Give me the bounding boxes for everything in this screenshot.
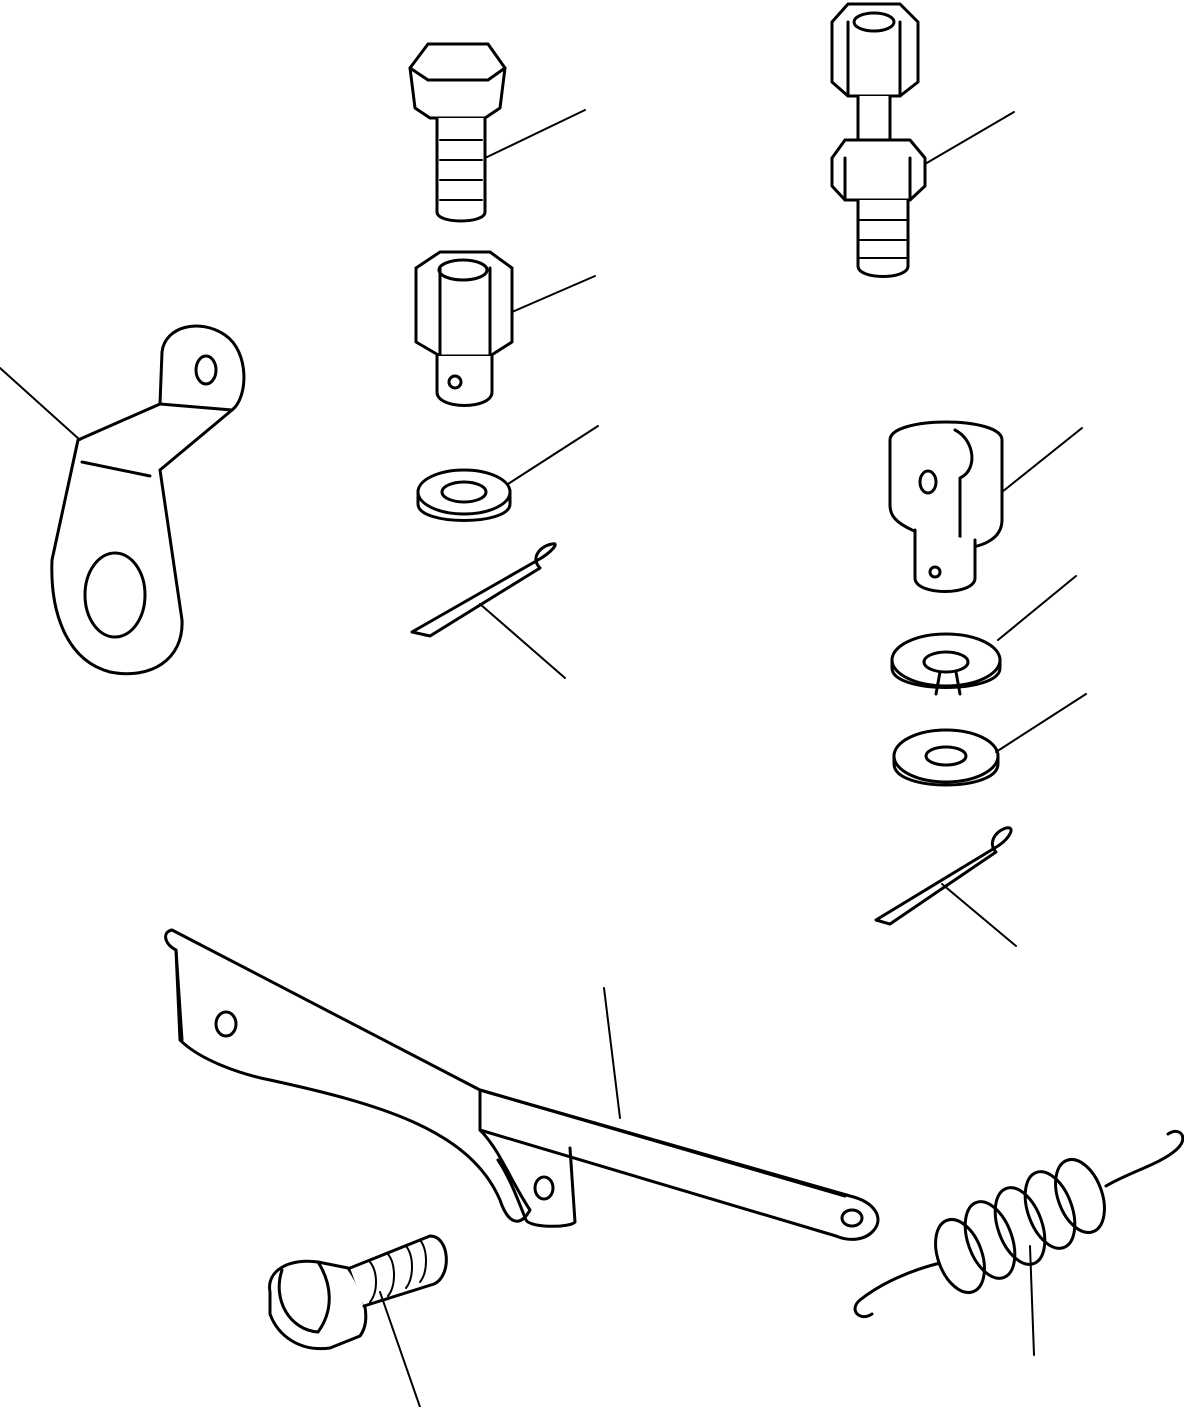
bracket	[0, 324, 246, 676]
spring-washer	[890, 575, 1077, 696]
flat-washer-left	[416, 425, 599, 522]
clevis-joint	[888, 420, 1083, 593]
adjuster-bolt-with-nut	[830, 2, 1015, 278]
cotter-pin-right	[874, 826, 1017, 947]
flat-washer-right	[892, 693, 1087, 787]
tension-spring	[853, 1129, 1184, 1356]
lever	[164, 928, 880, 1241]
cotter-pin-left	[410, 542, 566, 679]
hex-bolt-top	[408, 42, 586, 223]
hex-socket-joint	[414, 250, 596, 407]
hex-bolt-bottom	[268, 1234, 448, 1408]
